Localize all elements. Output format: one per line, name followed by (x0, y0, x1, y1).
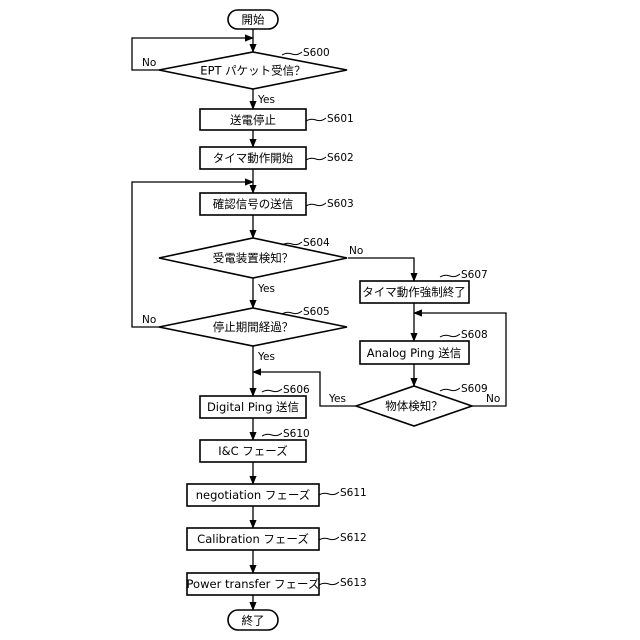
tick-s600 (282, 52, 302, 55)
tick-s601 (306, 118, 326, 121)
step-label-s601: S601 (327, 113, 354, 125)
s603-text: 確認信号の送信 (213, 197, 294, 211)
step-label-s612: S612 (340, 532, 367, 544)
branch-s604-no: No (349, 245, 363, 257)
connectors (132, 29, 506, 610)
tick-s612 (319, 537, 339, 540)
tick-s611 (319, 492, 339, 495)
s600-text: EPT パケット受信？ (200, 64, 305, 78)
branch-s600-yes: Yes (257, 94, 275, 106)
s609-text: 物体検知？ (385, 399, 443, 413)
node-texts: 開始 EPT パケット受信？ 送電停止 タイマ動作開始 確認信号の送信 受電装置… (187, 13, 466, 628)
start-label: 開始 (242, 13, 265, 27)
s608-text: Analog Ping 送信 (367, 346, 462, 360)
s602-text: タイマ動作開始 (213, 151, 294, 165)
s613-text: Power transfer フェーズ (187, 577, 320, 591)
step-label-s603: S603 (327, 198, 354, 210)
branch-s600-no: No (142, 57, 156, 69)
step-label-s602: S602 (327, 152, 354, 164)
tick-s608 (440, 334, 460, 337)
s604-text: 受電装置検知？ (213, 251, 294, 265)
step-label-s613: S613 (340, 577, 367, 589)
s610-text: I&C フェーズ (218, 444, 287, 458)
step-label-s604: S604 (303, 237, 330, 249)
step-label-s607: S607 (461, 269, 488, 281)
s606-text: Digital Ping 送信 (207, 400, 299, 414)
step-label-s611: S611 (340, 487, 367, 499)
s607-text: タイマ動作強制終了 (362, 285, 466, 299)
tick-s606 (262, 389, 282, 392)
tick-s609 (440, 388, 460, 391)
step-label-s605: S605 (303, 306, 330, 318)
s612-text: Calibration フェーズ (197, 532, 309, 546)
branch-s609-no: No (486, 393, 500, 405)
step-label-s600: S600 (303, 47, 330, 59)
tick-s602 (306, 157, 326, 160)
tick-s613 (319, 582, 339, 585)
step-labels: S600 S601 S602 S603 S604 S605 S606 S607 … (283, 47, 488, 589)
tick-s607 (440, 274, 460, 277)
step-label-s609: S609 (461, 383, 488, 395)
branch-s609-yes: Yes (328, 393, 346, 405)
step-label-s606: S606 (283, 384, 310, 396)
branch-s604-yes: Yes (257, 283, 275, 295)
branch-s605-no: No (142, 314, 156, 326)
s601-text: 送電停止 (230, 113, 276, 127)
branch-s605-yes: Yes (257, 351, 275, 363)
tick-s603 (306, 203, 326, 206)
end-label: 終了 (242, 614, 265, 628)
tick-s610 (262, 433, 282, 436)
step-label-s608: S608 (461, 329, 488, 341)
edge-s604-no (348, 258, 414, 281)
tick-s605 (282, 311, 302, 314)
s605-text: 停止期間経過？ (213, 320, 294, 334)
s611-text: negotiation フェーズ (196, 488, 311, 502)
step-label-s610: S610 (283, 428, 310, 440)
